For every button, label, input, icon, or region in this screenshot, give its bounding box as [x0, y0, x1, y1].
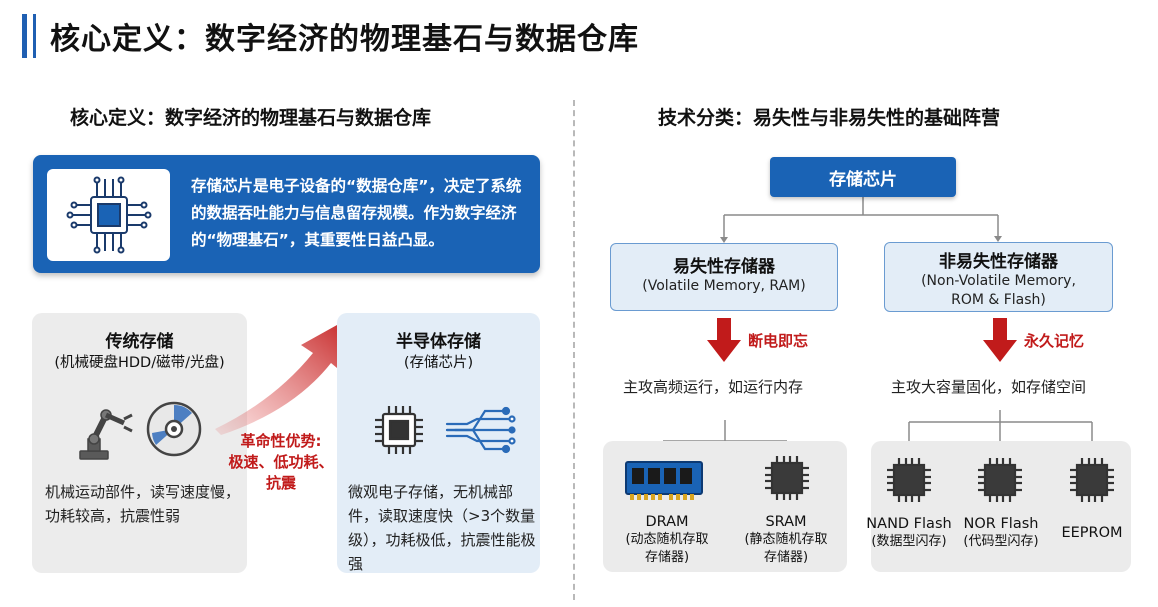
traditional-title: 传统存储: [105, 332, 174, 352]
dram-label: DRAM (动态随机存取 存储器): [607, 513, 727, 567]
semiconductor-description: 微观电子存储，无机械部件，读取速度快（>3个数量级），功耗极低，抗震性能极强: [348, 483, 536, 573]
sram-name: SRAM: [765, 514, 807, 530]
volatile-group: DRAM (动态随机存取 存储器) SRAM (静态随机存取 存储器): [603, 441, 847, 572]
nonvolatile-desc-1: (Non-Volatile Memory,: [921, 273, 1076, 289]
root-node: 存储芯片: [770, 157, 956, 197]
advantage-line-3: 抗震: [265, 474, 296, 492]
definition-box: 存储芯片是电子设备的“数据仓库”，决定了系统的数据吞吐能力与信息留存规模。作为数…: [33, 155, 540, 273]
nonvolatile-arrow-label: 永久记忆: [1024, 332, 1085, 350]
advantage-line-2: 极速、低功耗、: [228, 453, 334, 471]
nonvolatile-name: 非易失性存储器: [939, 252, 1058, 272]
eeprom-chip-icon: [1070, 458, 1114, 502]
volatile-node: 易失性存储器 (Volatile Memory, RAM): [610, 243, 838, 311]
sram-chip-icon: [765, 456, 809, 500]
revolution-arrow-icon: [215, 315, 355, 435]
eeprom-label: EEPROM: [1047, 524, 1137, 542]
page-header: 核心定义：数字经济的物理基石与数据仓库: [22, 12, 639, 60]
nand-label: NAND Flash (数据型闪存): [863, 515, 955, 551]
advantage-line-1: 革命性优势:: [240, 432, 322, 450]
nand-desc: (数据型闪存): [871, 534, 947, 549]
chip-icon: [375, 406, 423, 454]
traditional-storage-card: 传统存储 (机械硬盘HDD/磁带/光盘) 机械运动部件，读写速度慢，功耗较高，抗…: [32, 313, 247, 573]
semiconductor-title: 半导体存储: [396, 332, 481, 352]
down-arrow-icon: [983, 318, 1017, 362]
nonvolatile-desc-2: ROM & Flash): [951, 292, 1046, 308]
volatile-arrow-label: 断电即忘: [748, 332, 809, 350]
volatile-desc: (Volatile Memory, RAM): [642, 278, 806, 294]
title-accent-bar-thin: [33, 14, 36, 58]
traditional-description: 机械运动部件，读写速度慢，功耗较高，抗震性弱: [45, 483, 241, 525]
traditional-subtitle: (机械硬盘HDD/磁带/光盘): [54, 355, 225, 371]
semiconductor-storage-card: 半导体存储 (存储芯片) 微观电子存储，无机械部件，读取速度快（>3个数量级），…: [337, 313, 540, 573]
sram-label: SRAM (静态随机存取 存储器): [727, 513, 845, 567]
definition-icon-frame: [47, 169, 170, 261]
optical-disc-icon: [146, 401, 202, 457]
nonvolatile-focus-text: 主攻大容量固化，如存储空间: [891, 378, 1087, 396]
circuit-lines-icon: [445, 406, 516, 454]
nor-name: NOR Flash: [963, 516, 1039, 532]
title-accent-bar: [22, 14, 27, 58]
dram-desc-2: 存储器): [644, 550, 690, 565]
volatile-name: 易失性存储器: [673, 257, 775, 277]
nor-chip-icon: [978, 458, 1022, 502]
circuit-chip-icon: [66, 176, 152, 254]
eeprom-name: EEPROM: [1061, 525, 1123, 541]
definition-text: 存储芯片是电子设备的“数据仓库”，决定了系统的数据吞吐能力与信息留存规模。作为数…: [191, 177, 522, 249]
left-section-title: 核心定义：数字经济的物理基石与数据仓库: [70, 107, 432, 129]
nand-chip-icon: [887, 458, 931, 502]
dram-desc-1: (动态随机存取: [625, 532, 709, 547]
dram-name: DRAM: [645, 514, 689, 530]
robot-arm-icon: [79, 409, 133, 460]
right-section-title: 技术分类：易失性与非易失性的基础阵营: [658, 107, 1001, 129]
advantage-text: 革命性优势: 极速、低功耗、 抗震: [222, 431, 340, 494]
volatile-focus-text: 主攻高频运行，如运行内存: [623, 378, 804, 396]
nand-name: NAND Flash: [866, 516, 952, 532]
down-arrow-icon: [707, 318, 741, 362]
nonvolatile-node: 非易失性存储器 (Non-Volatile Memory, ROM & Flas…: [884, 242, 1113, 312]
sram-desc-2: 存储器): [763, 550, 809, 565]
section-divider: [573, 100, 575, 600]
page-title: 核心定义：数字经济的物理基石与数据仓库: [50, 22, 639, 57]
nor-label: NOR Flash (代码型闪存): [955, 515, 1047, 551]
ram-module-icon: [625, 461, 703, 500]
nonvolatile-group: NAND Flash (数据型闪存) NOR Flash (代码型闪存) EEP…: [866, 441, 1131, 572]
nor-desc: (代码型闪存): [963, 534, 1039, 549]
sram-desc-1: (静态随机存取: [744, 532, 828, 547]
semiconductor-subtitle: (存储芯片): [403, 355, 474, 371]
